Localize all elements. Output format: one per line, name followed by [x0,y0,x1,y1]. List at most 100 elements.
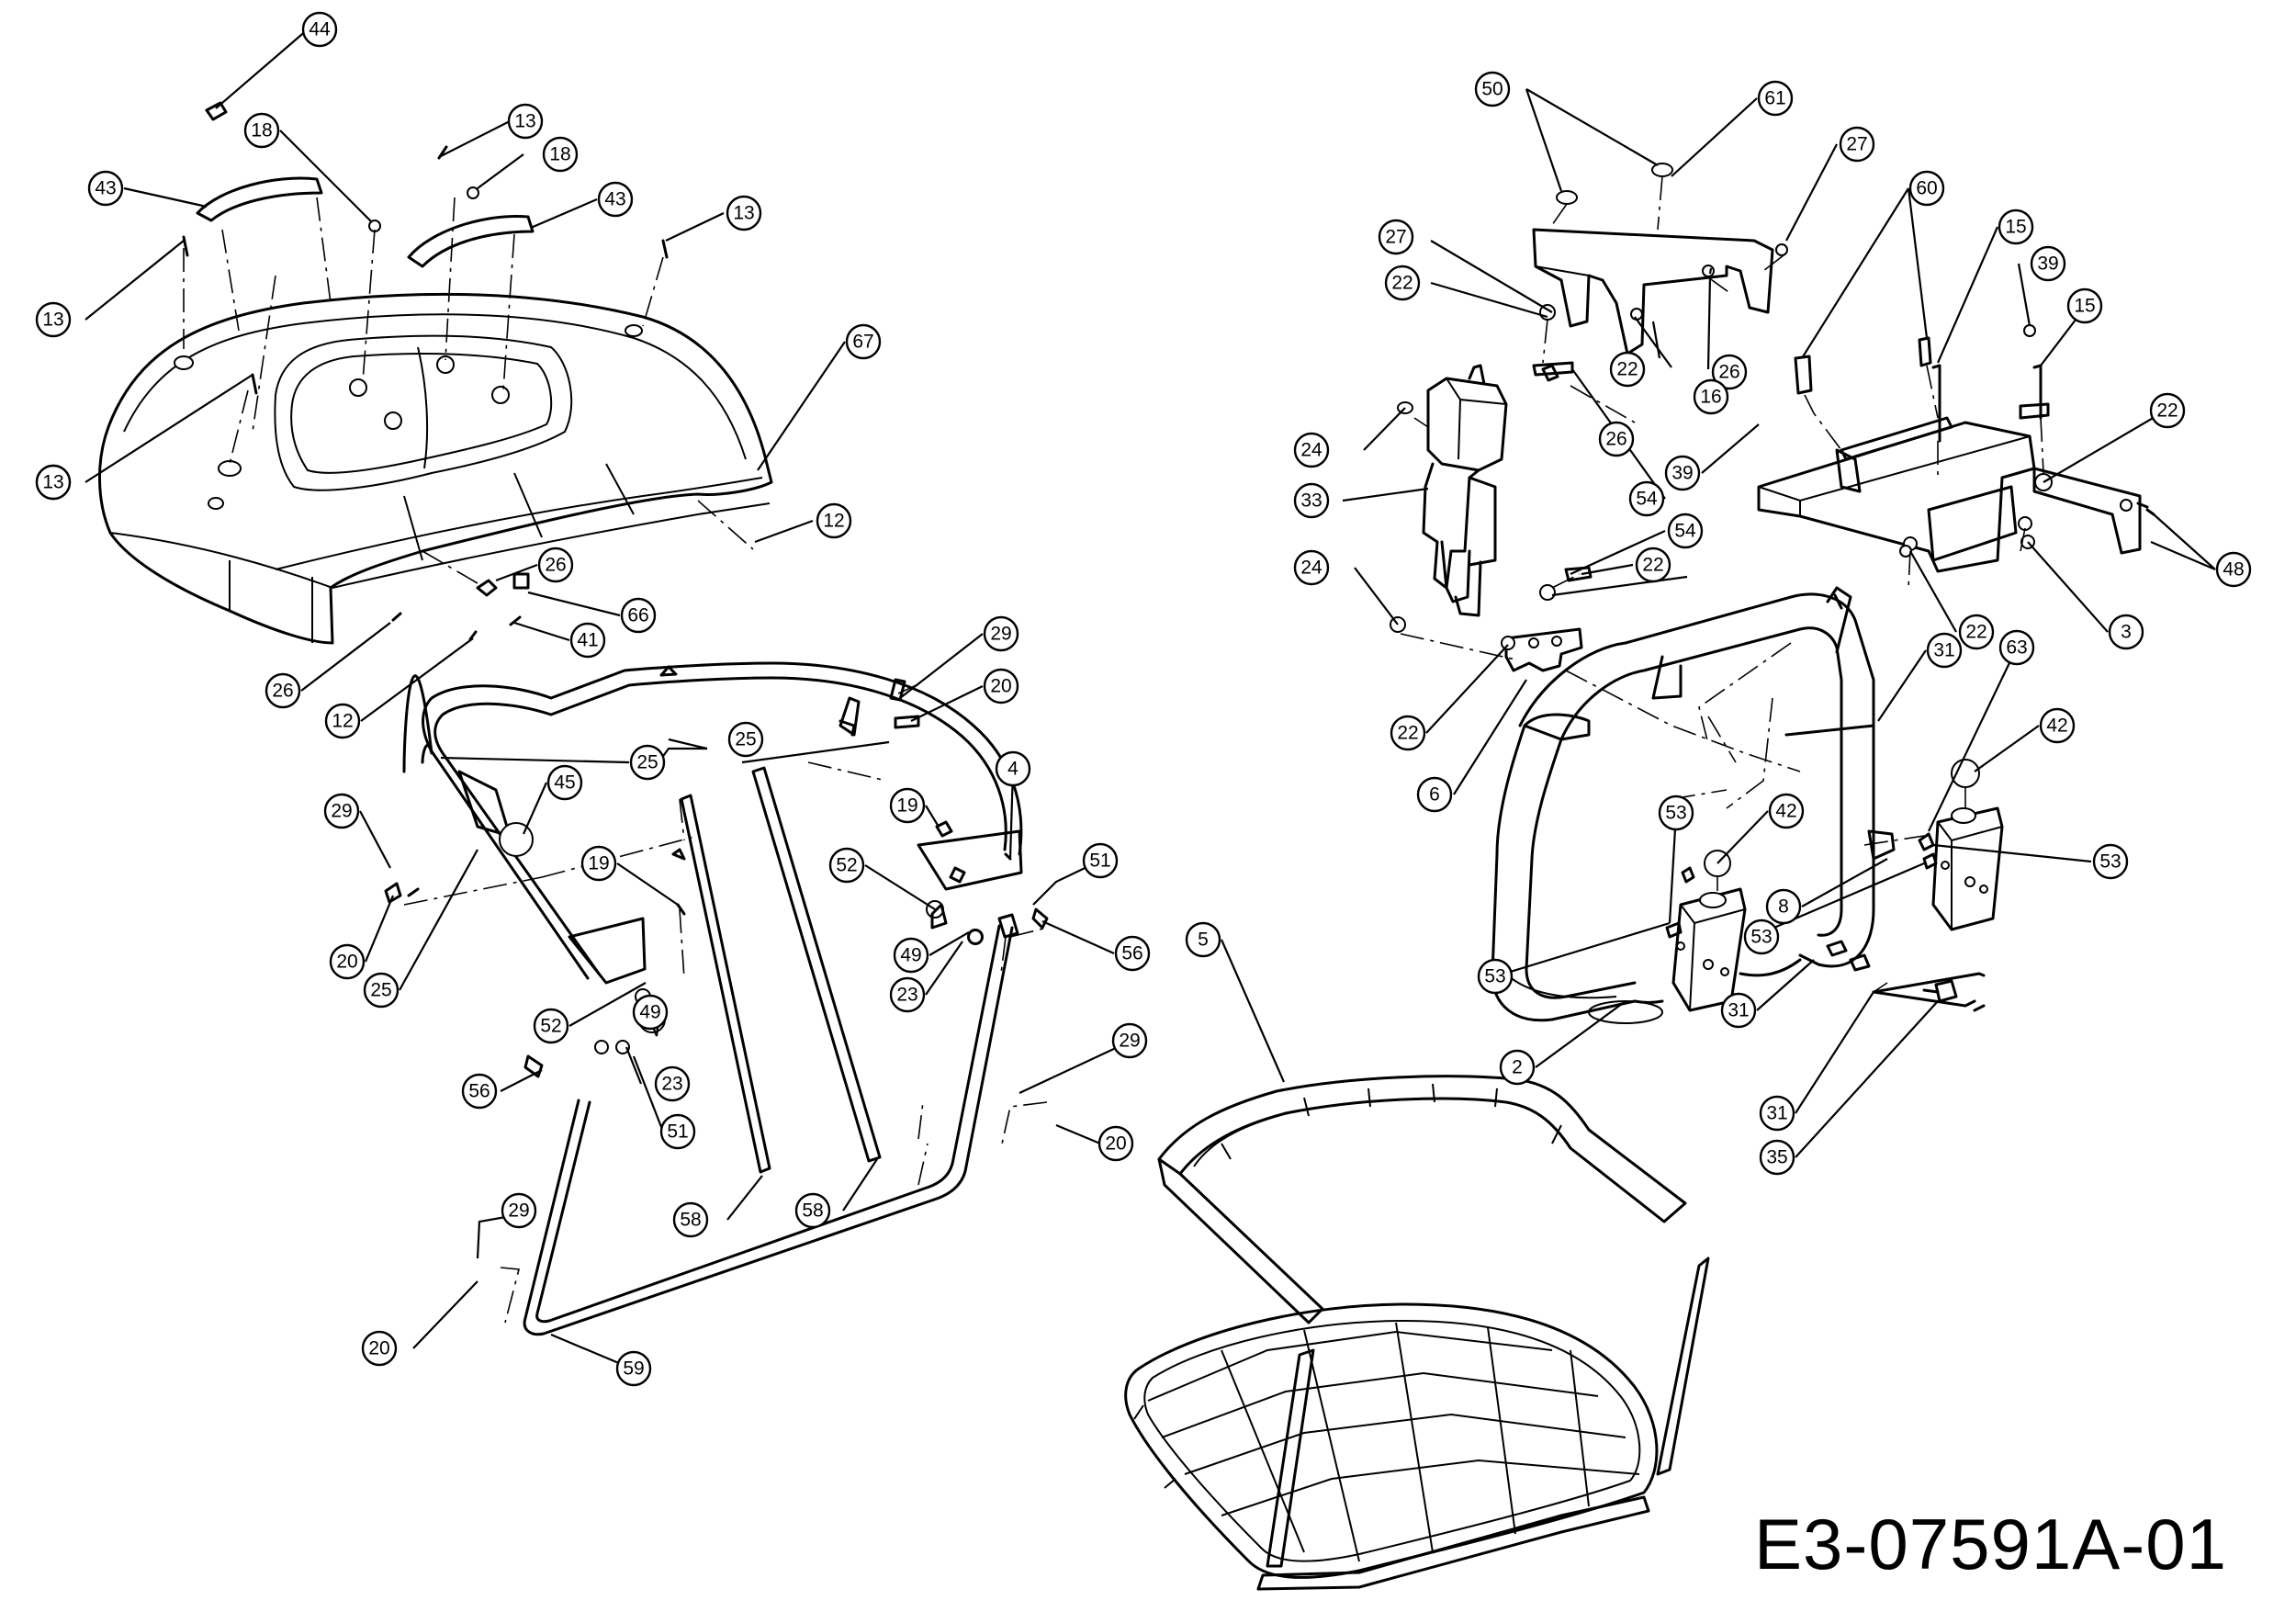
callout-29: 29 [983,615,1019,652]
svg-text:5: 5 [1198,930,1209,951]
svg-text:2: 2 [1512,1057,1523,1078]
callout-51: 51 [1082,842,1119,879]
svg-text:6: 6 [1429,784,1440,806]
callout-66: 66 [620,597,657,634]
svg-text:13: 13 [42,310,63,331]
callout-61: 61 [1757,80,1794,117]
svg-text:20: 20 [336,952,357,973]
svg-text:22: 22 [1616,359,1638,380]
svg-text:56: 56 [1121,943,1142,964]
roof-centerlines [183,197,754,584]
linear-actuator-part [1390,361,1593,633]
callout-20: 20 [329,943,366,980]
callout-24: 24 [1293,432,1330,468]
callout-22: 22 [1958,614,1995,650]
svg-text:13: 13 [733,203,754,224]
svg-text:23: 23 [896,985,917,1006]
callout-13: 13 [726,195,762,231]
svg-text:51: 51 [667,1121,688,1143]
callout-27: 27 [1839,126,1875,163]
svg-text:54: 54 [1674,521,1696,542]
svg-text:20: 20 [1105,1133,1126,1155]
callout-53: 53 [1477,958,1514,995]
callout-26: 26 [537,547,574,583]
svg-text:15: 15 [2074,296,2095,317]
roof-handle-part [196,176,535,268]
callout-59: 59 [615,1350,652,1387]
svg-text:26: 26 [545,555,566,576]
svg-text:63: 63 [2006,637,2027,659]
callout-35: 35 [1759,1139,1795,1176]
svg-text:12: 12 [823,511,844,532]
callout-51: 51 [659,1113,696,1150]
callout-49: 49 [632,994,669,1031]
svg-text:29: 29 [990,624,1011,645]
svg-text:44: 44 [309,19,331,40]
svg-text:29: 29 [331,801,352,822]
svg-text:24: 24 [1300,440,1322,461]
callout-22: 22 [1390,715,1426,751]
callout-19: 19 [889,787,926,824]
svg-text:60: 60 [1916,178,1937,199]
front-bow-frame-part [402,661,1023,985]
svg-text:43: 43 [604,189,625,210]
callout-6: 6 [1416,776,1453,813]
callout-63: 63 [1998,629,2035,666]
svg-text:27: 27 [1385,227,1406,248]
callout-18: 18 [542,136,579,173]
svg-text:39: 39 [1671,463,1693,484]
callout-25: 25 [727,721,764,758]
callout-29: 29 [323,793,360,829]
callout-22: 22 [1635,547,1671,583]
svg-text:61: 61 [1764,88,1785,109]
svg-text:12: 12 [332,711,353,732]
rear-u-frame-part [523,913,1019,1336]
svg-text:35: 35 [1766,1147,1787,1168]
svg-text:13: 13 [42,472,63,493]
callout-42: 42 [2039,707,2076,744]
bow-frame-hardware [384,665,1049,1078]
callout-54: 54 [1628,480,1665,517]
svg-text:43: 43 [95,178,116,199]
callout-25: 25 [629,744,666,781]
svg-text:26: 26 [1718,362,1739,383]
callout-26: 26 [1598,421,1635,457]
svg-text:25: 25 [636,752,658,773]
callout-45: 45 [546,764,583,801]
svg-text:56: 56 [468,1081,490,1102]
callout-bubbles: 44 18 13 18 43 43 13 13 13 67 13 12 26 6… [35,11,2252,1387]
bow-centerlines [403,683,1048,1324]
svg-text:22: 22 [1642,555,1663,576]
svg-text:26: 26 [272,681,293,702]
svg-text:59: 59 [623,1358,644,1380]
svg-text:3: 3 [2121,622,2132,643]
strut-part [680,766,882,1174]
svg-text:53: 53 [1665,803,1686,824]
svg-text:23: 23 [661,1074,682,1095]
svg-text:42: 42 [2046,716,2067,737]
svg-text:52: 52 [836,855,857,876]
callout-41: 41 [569,622,606,659]
callout-49: 49 [893,937,929,974]
callout-48: 48 [2215,551,2252,588]
svg-text:26: 26 [1605,429,1626,450]
svg-text:8: 8 [1778,896,1789,918]
roof-hardware [182,101,669,641]
svg-text:31: 31 [1766,1103,1787,1124]
svg-text:29: 29 [1119,1031,1140,1052]
callout-58: 58 [794,1192,831,1229]
svg-text:33: 33 [1300,490,1322,512]
callout-39: 39 [2030,245,2066,282]
mount-bracket-part [1501,627,1583,672]
callout-44: 44 [301,11,338,48]
callout-31: 31 [1926,632,1963,669]
callout-52: 52 [828,847,865,884]
callout-27: 27 [1378,219,1414,255]
svg-text:53: 53 [1750,927,1772,948]
callout-52: 52 [533,1008,569,1044]
svg-text:66: 66 [627,605,648,626]
callout-2: 2 [1499,1049,1536,1086]
svg-text:19: 19 [588,853,609,874]
svg-text:13: 13 [514,111,535,132]
